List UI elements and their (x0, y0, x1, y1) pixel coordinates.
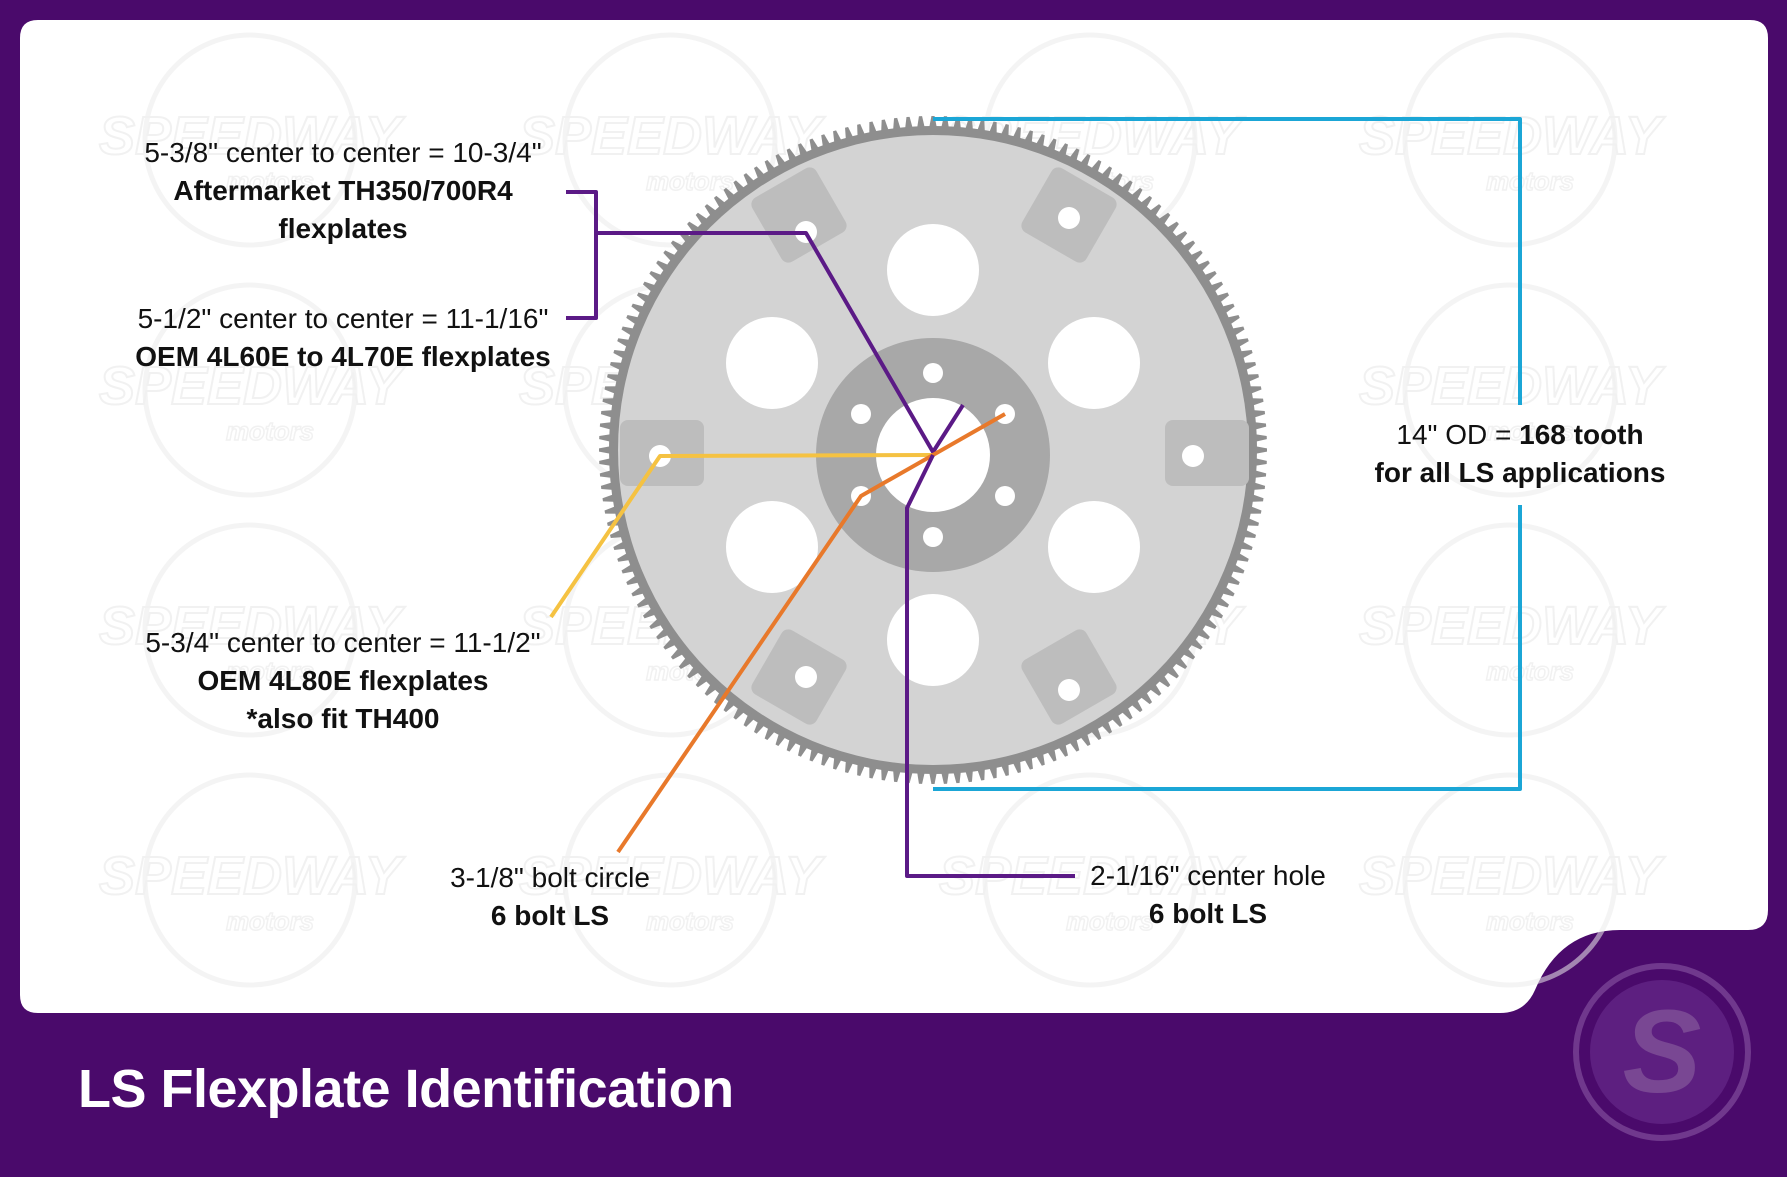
lightening-holes (726, 224, 1140, 686)
watermark-subtext: motors (646, 906, 734, 936)
watermark-subtext: motors (226, 416, 314, 446)
watermark-text: SPEEDWAY (1359, 846, 1666, 906)
watermark-subtext: motors (226, 906, 314, 936)
flexplate-rim (609, 126, 1257, 774)
watermark-text: SPEEDWAY (99, 596, 406, 656)
callout-bolt-circle-line1: 3-1/8" bolt circle (450, 862, 650, 893)
callout-4l80e-line2: OEM 4L80E flexplates (197, 665, 489, 696)
callout-od-tooth-count: 168 tooth (1519, 419, 1644, 450)
leader-od (933, 117, 1522, 405)
converter-pads (620, 167, 1249, 725)
leader-center-hole (905, 454, 1075, 878)
watermark-subtext: motors (1066, 906, 1154, 936)
watermark-subtext: motors (226, 656, 314, 686)
callout-od-line1-prefix: 14" OD = (1396, 419, 1520, 450)
callout-center-hole: 2-1/16" center hole 6 bolt LS (1058, 857, 1358, 933)
watermark-subtext: motors (1486, 166, 1574, 196)
callout-th350-line1: 5-3/8" center to center = 10-3/4" (144, 137, 542, 168)
callout-od-line1: 14" OD = 168 tooth (1340, 416, 1700, 454)
callout-bolt-circle-line2: 6 bolt LS (490, 900, 610, 931)
callout-4l60e-line2: OEM 4L60E to 4L70E flexplates (135, 341, 551, 372)
brand-logo-letter: S (1623, 986, 1702, 1118)
watermark-text: SPEEDWAY (99, 356, 406, 416)
callout-4l80e: 5-3/4" center to center = 11-1/2" OEM 4L… (80, 624, 606, 738)
leader-lines (549, 117, 1522, 878)
callout-th350: 5-3/8" center to center = 10-3/4" Afterm… (80, 134, 606, 248)
leader-4l80e (549, 453, 934, 619)
callout-bolt-circle: 3-1/8" bolt circle 6 bolt LS (400, 859, 700, 935)
leader-bolt-circle (616, 412, 1006, 854)
page-title: LS Flexplate Identification (78, 1059, 734, 1119)
callout-center-hole-line2: 6 bolt LS (1148, 898, 1268, 929)
watermark-subtext: motors (1486, 416, 1574, 446)
callout-4l60e: 5-1/2" center to center = 11-1/16" OEM 4… (80, 300, 606, 376)
watermark-text: SPEEDWAY (519, 106, 826, 166)
watermark-subtext: motors (1486, 906, 1574, 936)
callout-th350-line2: Aftermarket TH350/700R4 (173, 175, 513, 206)
callout-4l60e-line1: 5-1/2" center to center = 11-1/16" (137, 303, 549, 334)
watermark-text: SPEEDWAY (1359, 596, 1666, 656)
watermark-text: SPEEDWAY (519, 846, 826, 906)
watermark-subtext: motors (1486, 656, 1574, 686)
watermark-text: SPEEDWAY (99, 106, 406, 166)
callout-od-line2: for all LS applications (1374, 457, 1666, 488)
watermark-text: SPEEDWAY (1359, 356, 1666, 416)
callout-4l80e-line1: 5-3/4" center to center = 11-1/2" (145, 627, 541, 658)
callout-th350-line3: flexplates (278, 213, 408, 244)
watermark-text: SPEEDWAY (99, 846, 406, 906)
callout-4l80e-line3: *also fit TH400 (246, 703, 440, 734)
watermark-subtext: motors (646, 166, 734, 196)
callout-od: 14" OD = 168 tooth for all LS applicatio… (1340, 416, 1700, 492)
brand-logo: S (1573, 963, 1751, 1141)
watermark-text: SPEEDWAY (1359, 106, 1666, 166)
leader-th350-4l60e (566, 190, 598, 320)
watermark-subtext: motors (226, 166, 314, 196)
callout-center-hole-line1: 2-1/16" center hole (1090, 860, 1326, 891)
